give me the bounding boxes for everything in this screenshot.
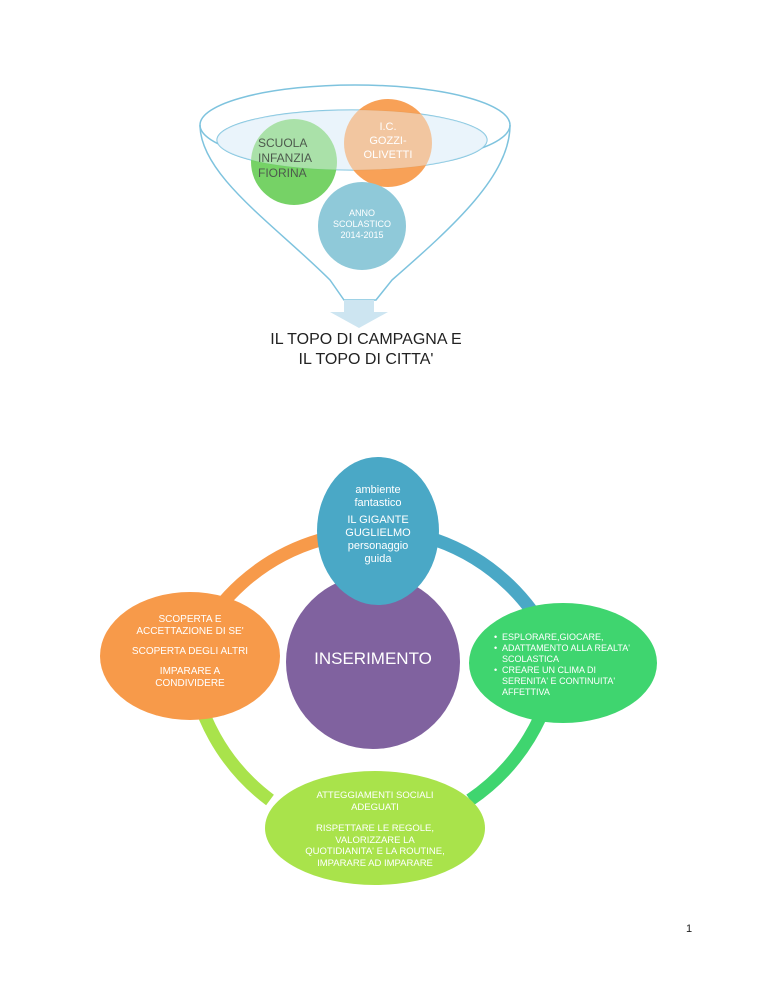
year-label: ANNO SCOLASTICO 2014-2015 [332,208,391,240]
down-arrow-icon [330,300,388,328]
bottom-circle [265,771,485,885]
school-label: SCUOLA INFANZIA FIORINA [258,136,313,180]
funnel-rim-overlay [217,110,487,170]
top-node-label: ambiente fantastico IL GIGANTE GUGLIELMO… [345,484,411,565]
top-circle [317,457,439,605]
right-node-item: CREARE UN CLIMA DI SERENITA' E CONTINUIT… [494,665,634,698]
diagram-title: IL TOPO DI CAMPAGNA E IL TOPO DI CITTA' [270,331,462,368]
right-node-item: ESPLORARE,GIOCARE, [494,632,634,643]
school-circle [251,119,337,205]
page-number: 1 [686,923,693,935]
left-circle [100,592,280,720]
right-node-list: ESPLORARE,GIOCARE, ADATTAMENTO ALLA REAL… [494,632,634,698]
funnel-graphic [199,84,511,328]
year-circle [318,182,406,270]
institute-circle [344,99,432,187]
center-node-label: INSERIMENTO [314,649,432,668]
bottom-node-label: ATTEGGIAMENTI SOCIALI ADEGUATI RISPETTAR… [305,790,445,869]
right-node-item: ADATTAMENTO ALLA REALTA' SCOLASTICA [494,643,634,665]
left-node-label: SCOPERTA E ACCETTAZIONE DI SE' SCOPERTA … [131,614,249,689]
center-circle [286,575,460,749]
institute-label: I.C. GOZZI- OLIVETTI [363,121,413,161]
